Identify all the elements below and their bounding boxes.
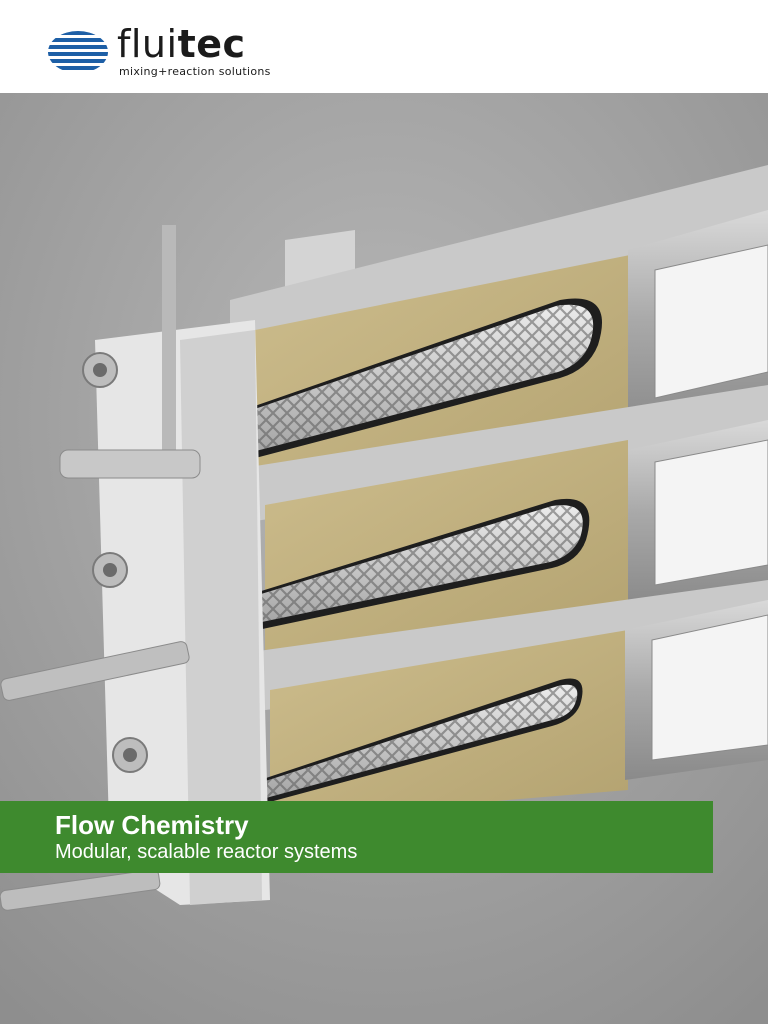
- reactor-illustration: [0, 93, 768, 1024]
- reactor-module-2: [200, 385, 768, 650]
- reactor-module-3: [230, 580, 768, 820]
- page-subtitle: Modular, scalable reactor systems: [55, 841, 358, 863]
- page-title: Flow Chemistry: [55, 810, 249, 840]
- logo-wordmark: fluitec: [117, 22, 246, 66]
- manifold-block: [0, 225, 270, 911]
- logo-word-part1: flui: [117, 22, 178, 66]
- logo-mark-icon: [48, 31, 108, 70]
- hero-image: [0, 93, 768, 1024]
- fluitec-logo[interactable]: fluitec mixing+reaction solutions: [47, 22, 277, 78]
- header: fluitec mixing+reaction solutions: [0, 0, 768, 93]
- logo-tagline: mixing+reaction solutions: [119, 65, 271, 78]
- reactor-module-1: [200, 165, 768, 505]
- title-banner: Flow Chemistry Modular, scalable reactor…: [0, 801, 713, 873]
- logo-word-part2: tec: [177, 22, 246, 66]
